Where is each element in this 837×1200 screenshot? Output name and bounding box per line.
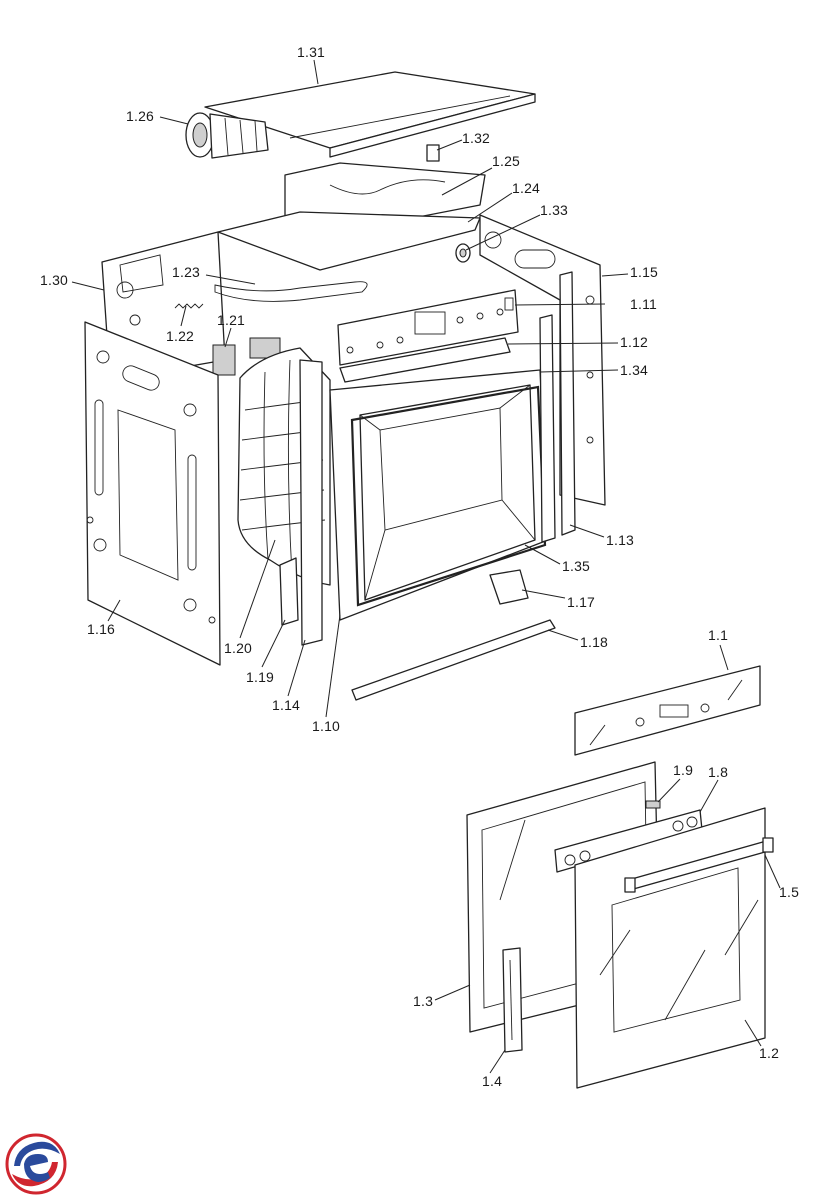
part-insulation-pads — [212, 337, 281, 376]
part-door-seal — [350, 385, 547, 607]
label-1-35: 1.35 — [562, 558, 591, 574]
part-door-handle — [624, 837, 774, 893]
label-1-12: 1.12 — [620, 334, 649, 350]
label-1-33: 1.33 — [540, 202, 569, 218]
label-1-21: 1.21 — [217, 312, 246, 328]
label-1-34: 1.34 — [620, 362, 649, 378]
part-screw — [645, 800, 661, 809]
label-1-15: 1.15 — [630, 264, 659, 280]
part-bottom-strip — [351, 619, 556, 701]
label-1-16: 1.16 — [87, 621, 116, 637]
label-1-26: 1.26 — [126, 108, 155, 124]
part-outer-door-glass — [574, 807, 766, 1089]
label-1-13: 1.13 — [606, 532, 635, 548]
part-control-panel — [337, 289, 519, 366]
label-1-23: 1.23 — [172, 264, 201, 280]
label-1-32: 1.32 — [462, 130, 491, 146]
part-cooling-fan — [185, 112, 269, 159]
part-control-board — [339, 337, 511, 383]
label-1-9: 1.9 — [673, 762, 694, 778]
part-left-side-panel — [84, 321, 221, 666]
brand-logo-icon — [5, 1133, 67, 1195]
part-oven-cavity — [329, 369, 549, 621]
label-1-8: 1.8 — [708, 764, 729, 780]
part-hinge-bracket — [279, 557, 299, 626]
label-1-24: 1.24 — [512, 180, 541, 196]
part-top-cover — [204, 71, 536, 158]
label-1-30: 1.30 — [40, 272, 69, 288]
label-1-22: 1.22 — [166, 328, 195, 344]
part-top-plate — [217, 211, 481, 271]
part-control-glass — [574, 665, 761, 756]
label-1-4: 1.4 — [482, 1073, 503, 1089]
label-1-20: 1.20 — [224, 640, 253, 656]
label-1-11: 1.11 — [630, 296, 658, 312]
label-1-18: 1.18 — [580, 634, 609, 650]
label-1-25: 1.25 — [492, 153, 521, 169]
label-1-1: 1.1 — [708, 627, 729, 643]
part-grill-element — [214, 281, 368, 302]
part-spring — [174, 303, 204, 309]
part-door-hinge — [502, 947, 523, 1053]
part-clip — [426, 144, 440, 162]
label-1-2: 1.2 — [759, 1045, 780, 1061]
part-front-frame-left — [299, 359, 323, 646]
label-1-10: 1.10 — [312, 718, 341, 734]
label-1-3: 1.3 — [413, 993, 434, 1009]
part-thermostat — [455, 243, 471, 263]
label-1-19: 1.19 — [246, 669, 275, 685]
part-front-frame-right — [539, 271, 576, 543]
label-1-17: 1.17 — [567, 594, 596, 610]
part-runner — [489, 569, 529, 605]
label-1-31: 1.31 — [297, 44, 326, 60]
label-1-14: 1.14 — [272, 697, 301, 713]
label-1-5: 1.5 — [779, 884, 800, 900]
leader-lines — [71, 59, 781, 1074]
